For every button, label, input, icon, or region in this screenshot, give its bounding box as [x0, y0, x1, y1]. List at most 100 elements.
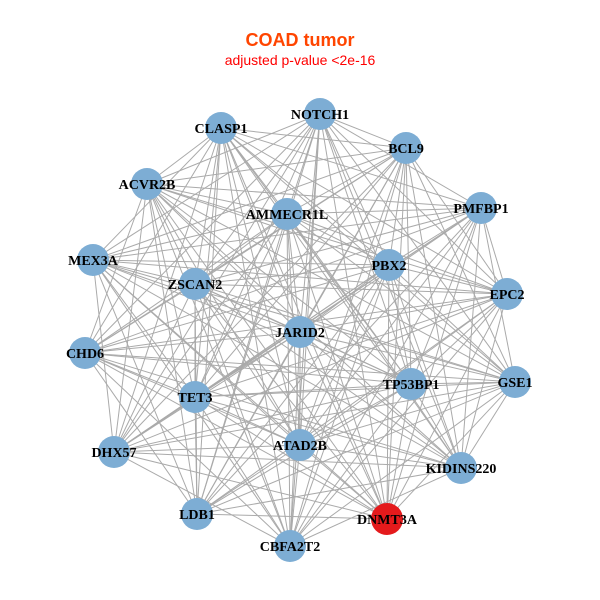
edge-kidins220-ldb1: [196, 467, 462, 515]
node-label: BCL9: [388, 142, 424, 157]
edge-mex3a-dnmt3a: [92, 259, 388, 520]
node-ammecr1l: AMMECR1L: [246, 198, 328, 230]
node-label: CHD6: [66, 347, 104, 362]
node-zscan2: ZSCAN2: [168, 268, 222, 300]
edge-clasp1-jarid2: [220, 127, 301, 333]
edge-ldb1-dnmt3a: [196, 513, 388, 520]
node-label: PBX2: [372, 259, 407, 274]
edge-pmfbp1-kidins220: [460, 207, 482, 469]
edge-epc2-dnmt3a: [386, 293, 508, 520]
edge-notch1-chd6: [84, 113, 321, 354]
node-circle: [284, 429, 316, 461]
edge-notch1-jarid2: [299, 113, 321, 333]
edge-mex3a-tet3: [92, 259, 196, 398]
edge-gse1-kidins220: [460, 381, 516, 469]
node-circle: [465, 192, 497, 224]
node-label: GSE1: [497, 376, 532, 391]
edge-dhx57-dnmt3a: [113, 451, 388, 520]
edge-acvr2b-dhx57: [113, 183, 148, 453]
edge-clasp1-cbfa2t2: [220, 127, 291, 547]
edge-pbx2-ldb1: [196, 264, 390, 515]
edge-pmfbp1-cbfa2t2: [289, 207, 482, 547]
edge-mex3a-dhx57: [92, 259, 115, 453]
node-circle: [181, 498, 213, 530]
node-pmfbp1: PMFBP1: [453, 192, 509, 224]
node-acvr2b: ACVR2B: [119, 168, 175, 200]
node-dhx57: DHX57: [91, 436, 137, 468]
node-label: TP53BP1: [383, 378, 440, 393]
node-circle: [271, 198, 303, 230]
node-tp53bp1: TP53BP1: [383, 368, 440, 400]
edge-chd6-kidins220: [84, 352, 462, 469]
node-circle: [205, 112, 237, 144]
edge-jarid2-gse1: [299, 331, 516, 383]
node-label: AMMECR1L: [246, 208, 328, 223]
edge-acvr2b-ammecr1l: [146, 183, 288, 215]
node-bcl9: BCL9: [388, 132, 424, 164]
edge-pmfbp1-ammecr1l: [286, 207, 482, 215]
edge-bcl9-chd6: [84, 147, 407, 354]
edge-notch1-mex3a: [92, 113, 321, 261]
node-circle: [179, 381, 211, 413]
edge-clasp1-epc2: [220, 127, 508, 295]
edge-clasp1-bcl9: [220, 127, 407, 149]
edge-zscan2-dnmt3a: [194, 283, 388, 520]
node-circle: [179, 268, 211, 300]
edge-zscan2-gse1: [194, 283, 516, 383]
plot-title: COAD tumor: [245, 30, 355, 50]
node-circle: [445, 452, 477, 484]
node-notch1: NOTCH1: [291, 98, 349, 130]
edge-notch1-gse1: [319, 113, 516, 383]
node-label: DNMT3A: [357, 513, 418, 528]
edge-tet3-atad2b: [194, 396, 301, 446]
edge-acvr2b-pbx2: [146, 183, 390, 266]
edge-acvr2b-gse1: [146, 183, 516, 383]
edge-pmfbp1-pbx2: [388, 207, 482, 266]
edge-epc2-tp53bp1: [410, 293, 508, 385]
edge-notch1-tet3: [194, 113, 321, 398]
edge-bcl9-atad2b: [299, 147, 407, 446]
edge-tp53bp1-dhx57: [113, 383, 412, 453]
node-ldb1: LDB1: [179, 498, 215, 530]
edge-pmfbp1-zscan2: [194, 207, 482, 285]
edge-gse1-dhx57: [113, 381, 516, 453]
node-circle: [371, 503, 403, 535]
edge-notch1-epc2: [319, 113, 508, 295]
edge-jarid2-tp53bp1: [299, 331, 412, 385]
edge-pbx2-atad2b: [299, 264, 390, 446]
edges: [84, 113, 516, 547]
edge-tp53bp1-kidins220: [410, 383, 462, 469]
node-atad2b: ATAD2B: [273, 429, 327, 461]
edge-notch1-acvr2b: [146, 113, 321, 185]
edge-pbx2-epc2: [388, 264, 508, 295]
edge-bcl9-dnmt3a: [386, 147, 407, 520]
edge-gse1-ldb1: [196, 381, 516, 515]
edge-epc2-dhx57: [113, 293, 508, 453]
node-tet3: TET3: [177, 381, 213, 413]
edge-pbx2-gse1: [388, 264, 516, 383]
edge-atad2b-dnmt3a: [299, 444, 388, 520]
edge-epc2-kidins220: [460, 293, 508, 469]
edge-chd6-gse1: [84, 352, 516, 383]
edge-pbx2-zscan2: [194, 264, 390, 285]
edge-jarid2-kidins220: [299, 331, 462, 469]
edge-bcl9-acvr2b: [146, 147, 407, 185]
node-dnmt3a: DNMT3A: [357, 503, 418, 535]
edge-jarid2-chd6: [84, 331, 301, 354]
edge-bcl9-tp53bp1: [405, 147, 412, 385]
edge-bcl9-epc2: [405, 147, 508, 295]
node-label: EPC2: [490, 288, 525, 303]
node-circle: [77, 244, 109, 276]
edge-atad2b-ldb1: [196, 444, 301, 515]
edge-notch1-kidins220: [319, 113, 462, 469]
edge-mex3a-tp53bp1: [92, 259, 412, 385]
edge-clasp1-tet3: [194, 127, 222, 398]
nodes: NOTCH1CLASP1BCL9ACVR2BPMFBP1AMMECR1LMEX3…: [66, 98, 533, 562]
edge-epc2-ldb1: [196, 293, 508, 515]
edge-ammecr1l-zscan2: [194, 213, 288, 285]
edge-mex3a-zscan2: [92, 259, 196, 285]
edge-pbx2-kidins220: [388, 264, 462, 469]
edge-chd6-tp53bp1: [84, 352, 412, 385]
node-label: ATAD2B: [273, 439, 327, 454]
node-circle: [131, 168, 163, 200]
